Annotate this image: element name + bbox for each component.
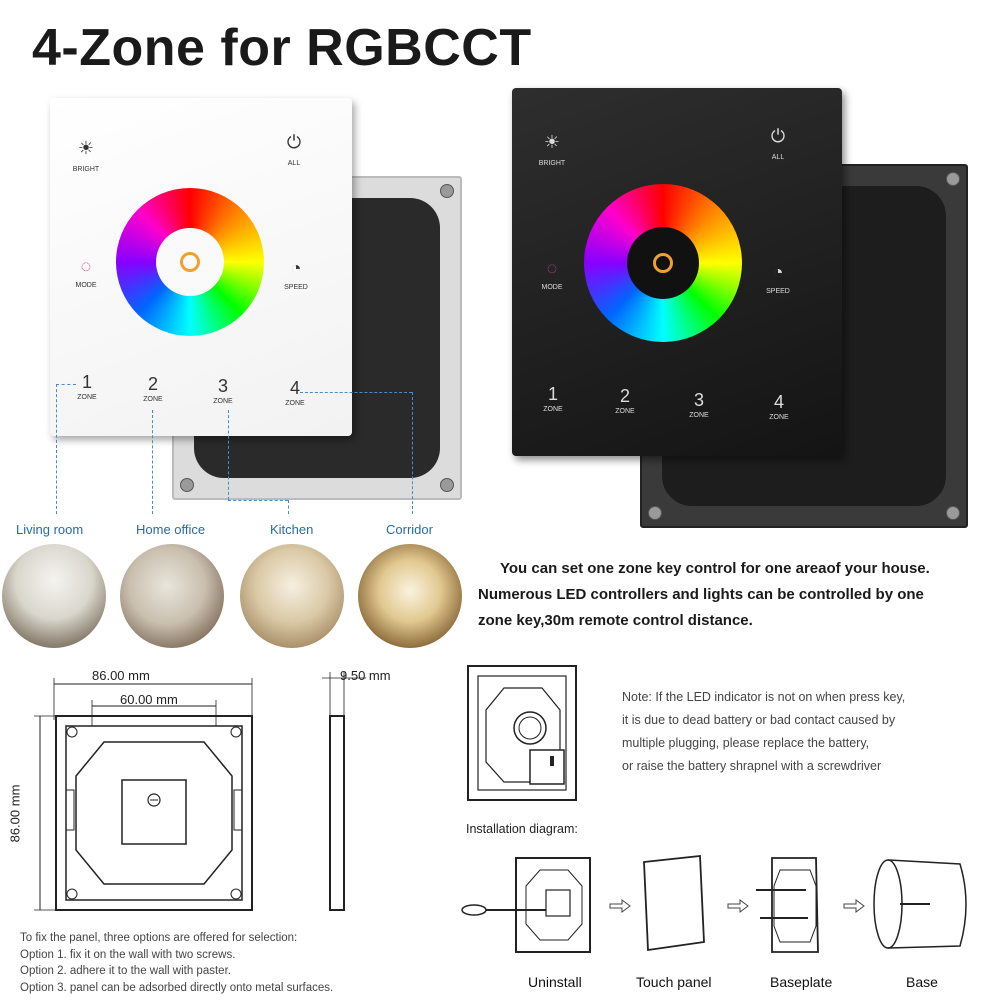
fix-note-line: To fix the panel, three options are offe… [20, 932, 298, 944]
speed-label: SPEED [284, 284, 308, 291]
speed-icon[interactable]: ◔ [290, 258, 302, 278]
leader-line [56, 384, 76, 385]
mode-label: MODE [541, 284, 563, 291]
page-title: 4-Zone for RGBCCT [32, 19, 532, 77]
battery-note-line: it is due to dead battery or bad contact… [622, 713, 896, 727]
leader-line [228, 410, 229, 500]
zone-label: ZONE [543, 406, 563, 413]
dimension-depth: 9.50 mm [340, 668, 391, 683]
fix-note-line: Option 1. fix it on the wall with two sc… [20, 948, 236, 961]
corridor-photo [358, 544, 462, 648]
zone-3-button[interactable]: 3 [217, 376, 228, 396]
description-line: zone key,30m remote control distance. [478, 612, 753, 629]
dimension-height: 86.00 mm [7, 784, 23, 843]
zone-label: ZONE [143, 396, 163, 403]
battery-note-line: Note: If the LED indicator is not on whe… [622, 690, 906, 704]
speed-icon[interactable]: ◔ [772, 262, 784, 282]
power-icon[interactable]: ⏻ [286, 132, 302, 152]
zone-label: ZONE [213, 398, 233, 405]
leader-line [412, 392, 413, 514]
bright-label: BRIGHT [72, 166, 100, 173]
dimension-drawing [34, 672, 366, 911]
room-label-home-office: Home office [136, 522, 206, 537]
zone-2-button[interactable]: 2 [619, 386, 630, 406]
step-touch-panel: Touch panel [636, 974, 712, 990]
mode-label: MODE [75, 282, 97, 289]
zone-label: ZONE [285, 400, 305, 407]
home-office-photo [120, 544, 224, 648]
brightness-icon[interactable]: ☀ [543, 132, 561, 152]
brightness-icon[interactable]: ☀ [77, 138, 95, 158]
fix-note-line: Option 3. panel can be adsorbed directly… [20, 981, 334, 994]
step-base: Base [906, 974, 938, 990]
fix-options-note: To fix the panel, three options are offe… [20, 930, 333, 996]
installation-diagram [461, 855, 967, 953]
leader-line [228, 500, 288, 501]
living-room-photo [2, 544, 106, 648]
zone-label: ZONE [615, 408, 635, 415]
speed-label: SPEED [766, 288, 790, 295]
color-wheel[interactable] [116, 188, 264, 336]
mode-icon[interactable]: ◌ [80, 256, 92, 276]
zone-2-button[interactable]: 2 [147, 374, 158, 394]
power-icon[interactable]: ⏻ [770, 126, 786, 146]
zone-3-button[interactable]: 3 [693, 390, 704, 410]
kitchen-photo [240, 544, 344, 648]
step-uninstall: Uninstall [528, 974, 582, 990]
installation-title: Installation diagram: [466, 822, 578, 836]
battery-note-line: or raise the battery shrapnel with a scr… [622, 759, 882, 773]
battery-note-line: multiple plugging, please replace the ba… [622, 736, 870, 750]
dimension-inner-width: 60.00 mm [120, 692, 178, 707]
zone-1-button[interactable]: 1 [547, 384, 558, 404]
all-label: ALL [771, 154, 785, 161]
room-label-living-room: Living room [16, 522, 84, 537]
zone-4-button[interactable]: 4 [289, 378, 300, 398]
zone-label: ZONE [769, 414, 789, 421]
description-line: Numerous LED controllers and lights can … [478, 586, 924, 603]
zone-description: You can set one zone key control for one… [478, 556, 978, 634]
zone-4-button[interactable]: 4 [773, 392, 784, 412]
leader-line [152, 410, 153, 514]
white-touch-panel: ☀ BRIGHT ⏻ ALL ◌ MODE ◔ SPEED 1 ZONE 2 Z… [50, 98, 352, 436]
fix-note-line: Option 2. adhere it to the wall with pas… [20, 965, 231, 977]
leader-line [56, 384, 57, 514]
mode-icon[interactable]: ◌ [546, 258, 558, 278]
all-label: ALL [287, 160, 301, 167]
room-label-corridor: Corridor [386, 522, 433, 537]
leader-line [288, 500, 289, 514]
leader-line [300, 392, 412, 393]
battery-note: Note: If the LED indicator is not on whe… [622, 686, 905, 778]
zone-label: ZONE [689, 412, 709, 419]
zone-1-button[interactable]: 1 [81, 372, 92, 392]
zone-label: ZONE [77, 394, 97, 401]
bright-label: BRIGHT [538, 160, 566, 167]
battery-diagram [467, 665, 577, 801]
description-line: You can set one zone key control for one… [500, 560, 930, 577]
step-baseplate: Baseplate [770, 974, 833, 990]
dimension-outer-width: 86.00 mm [92, 668, 150, 683]
room-label-kitchen: Kitchen [270, 522, 314, 537]
black-touch-panel: ☀ BRIGHT ⏻ ALL ◌ MODE ◔ SPEED 1 ZONE 2 Z… [512, 88, 842, 456]
color-wheel[interactable] [584, 184, 742, 342]
